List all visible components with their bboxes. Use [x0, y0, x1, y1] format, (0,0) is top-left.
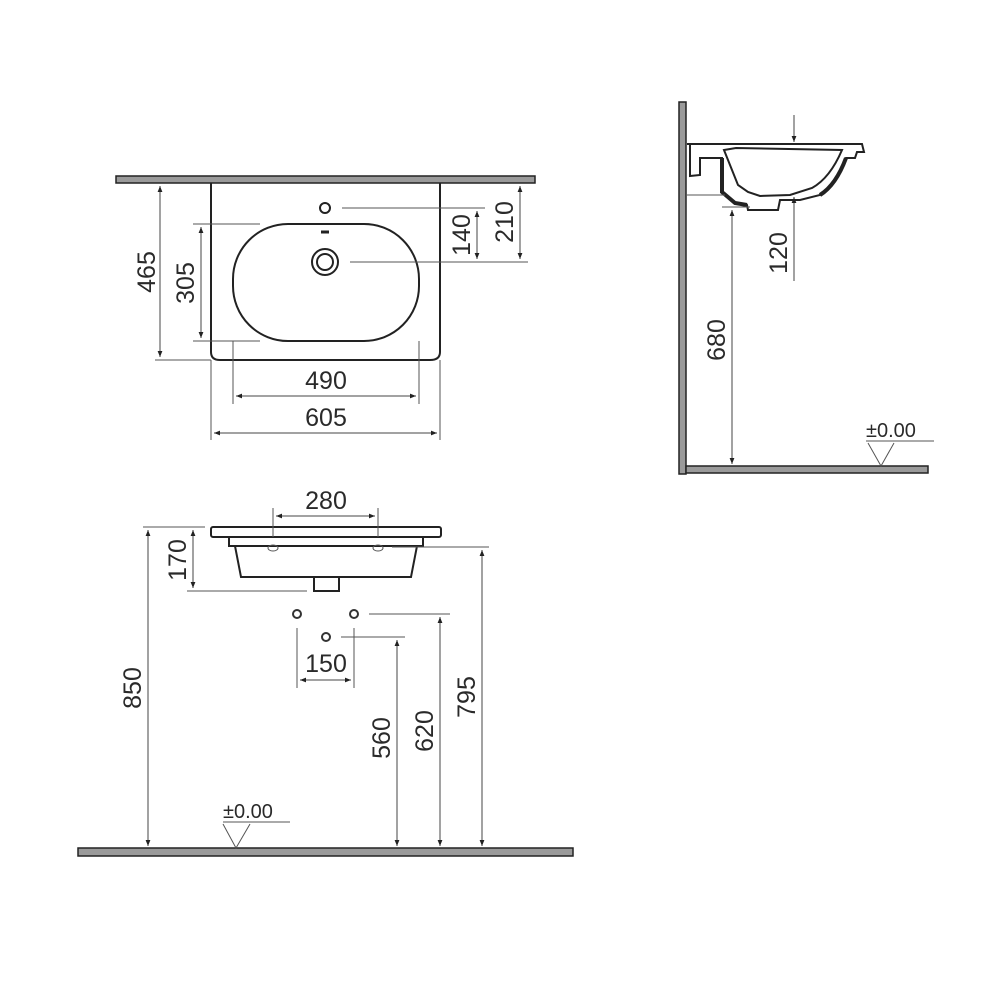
side-view: 120 680 ±0.00 — [678, 101, 934, 475]
tap-hole-icon — [319, 202, 331, 214]
dim-label-bowl-depth-vertical: 120 — [765, 232, 793, 274]
dim-label-bowl-width: 490 — [305, 367, 347, 395]
floor-side-view — [685, 465, 929, 474]
dim-label-overall-width: 605 — [305, 404, 347, 432]
dim-label-floor-to-rim: 850 — [119, 667, 147, 709]
fixing-hole-right-icon — [372, 544, 384, 552]
top-view: 465 305 140 210 490 605 — [115, 175, 536, 440]
basin-skirt — [228, 536, 424, 547]
basin-body — [234, 545, 418, 578]
section-wall — [720, 158, 748, 207]
dim-label-basin-height: 170 — [164, 539, 192, 581]
floor-front-view — [77, 847, 574, 857]
wall-top-view — [115, 175, 536, 184]
dim-label-floor-to-fixing: 795 — [453, 676, 481, 718]
front-view: 280 170 150 850 560 620 795 ±0.00 — [77, 487, 574, 857]
waste-point-icon — [321, 632, 331, 642]
bowl-outline — [232, 223, 420, 342]
dim-label-floor-to-underside: 680 — [703, 319, 731, 361]
basin-rim — [210, 526, 442, 538]
dim-label-wall-to-drain: 210 — [491, 201, 519, 243]
section-wall — [818, 157, 848, 197]
supply-right-icon — [349, 609, 359, 619]
bowl-section-inner — [722, 146, 844, 198]
dim-label-floor-to-waste: 560 — [368, 717, 396, 759]
level-triangle-icon — [867, 442, 895, 468]
dim-label-floor-to-supply: 620 — [411, 710, 439, 752]
drain-icon — [311, 248, 339, 276]
dim-label-fixing-spacing: 280 — [305, 487, 347, 515]
level-mark-front: ±0.00 — [223, 801, 273, 823]
supply-left-icon — [292, 609, 302, 619]
dim-label-supply-spacing: 150 — [305, 650, 347, 678]
level-triangle-icon — [222, 823, 251, 850]
wall-side-view — [678, 101, 687, 475]
waste-outlet — [313, 576, 340, 592]
fixing-hole-left-icon — [267, 544, 279, 552]
dim-label-tap-to-drain: 140 — [448, 214, 476, 256]
level-mark-side: ±0.00 — [866, 420, 916, 442]
basin-outline — [210, 183, 441, 361]
dim-label-overall-depth: 465 — [133, 251, 161, 293]
drain-inner-icon — [316, 253, 334, 271]
dim-label-bowl-depth: 305 — [172, 262, 200, 304]
